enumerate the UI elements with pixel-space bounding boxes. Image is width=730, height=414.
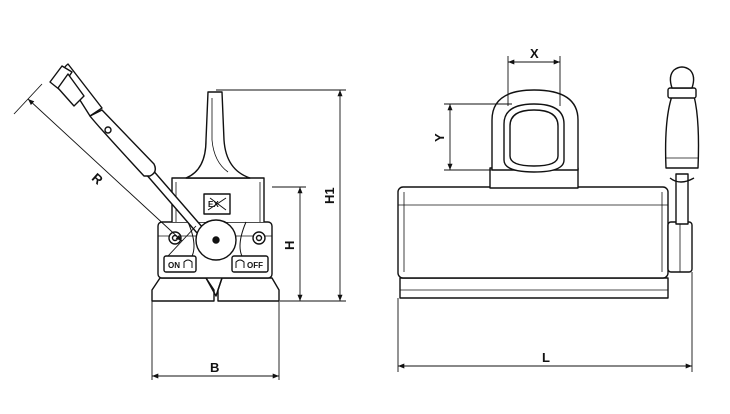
dim-label-r: R: [89, 170, 106, 188]
off-label: OFF: [247, 261, 263, 270]
dim-label-h: H: [282, 241, 297, 250]
front-view: [397, 66, 700, 299]
dim-label-x: X: [530, 46, 539, 61]
dim-label-b: B: [210, 360, 219, 375]
on-label: ON: [168, 261, 180, 270]
dim-label-l: L: [542, 350, 550, 365]
dim-label-y: Y: [432, 133, 447, 142]
v-groove: [205, 277, 223, 297]
dim-label-h1: H1: [322, 187, 337, 204]
logo-text: EX: [208, 200, 219, 209]
base-plate: [399, 277, 669, 299]
lifting-eye: [489, 89, 579, 189]
main-body: [397, 186, 669, 279]
dimensions: [13, 56, 693, 380]
pole-shoe-left: [151, 277, 215, 302]
pole-shoe-right: [217, 277, 280, 302]
lever-handle-front: [664, 66, 700, 225]
side-view: EX ON OFF: [49, 63, 280, 302]
lever-handle: [49, 63, 211, 242]
lifting-lug: [185, 91, 251, 179]
